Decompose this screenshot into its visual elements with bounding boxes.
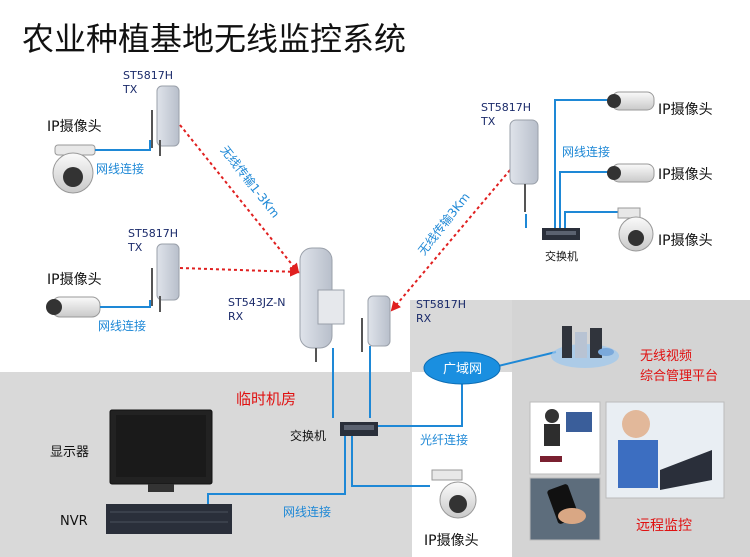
tx1-mode: TX bbox=[122, 83, 138, 96]
server-cluster-icon bbox=[551, 326, 619, 368]
tx3-model: ST5817H bbox=[481, 101, 531, 114]
tx1-antenna bbox=[151, 85, 180, 156]
nvr-link-label: 网线连接 bbox=[283, 504, 331, 519]
switch-to-bottom-cam bbox=[351, 436, 430, 487]
right-cable-2 bbox=[559, 171, 612, 228]
switch-right-label: 交换机 bbox=[545, 249, 578, 263]
tx2-model: ST5817H bbox=[128, 227, 178, 240]
nvr-label: NVR bbox=[60, 514, 88, 529]
office-user-photo bbox=[529, 401, 601, 475]
cam-r1-name: IP摄像头 bbox=[658, 102, 713, 118]
cam3-link: 网线连接 bbox=[562, 144, 610, 159]
wireless-link-3 bbox=[390, 169, 511, 312]
right-switch-icon bbox=[542, 228, 580, 240]
remote-label: 远程监控 bbox=[636, 518, 692, 534]
diagram-title: 农业种植基地无线监控系统 bbox=[22, 20, 406, 58]
monitor-icon bbox=[109, 409, 213, 492]
tx2-antenna bbox=[151, 243, 180, 312]
platform-line2: 综合管理平台 bbox=[640, 369, 718, 384]
dome-camera-icon bbox=[431, 469, 477, 519]
rx2-model: ST5817H bbox=[416, 298, 466, 311]
rx2-antenna bbox=[361, 295, 391, 352]
center-switch-icon bbox=[340, 422, 378, 436]
cam-r3-name: IP摄像头 bbox=[658, 233, 713, 249]
cam1-link: 网线连接 bbox=[96, 161, 144, 176]
wireless-link-2 bbox=[179, 266, 300, 277]
cam2-link: 网线连接 bbox=[98, 318, 146, 333]
wireless-link-1 bbox=[179, 124, 300, 274]
tx1-model: ST5817H bbox=[123, 69, 173, 82]
wan-bubble bbox=[423, 351, 501, 385]
rx2-mode: RX bbox=[416, 312, 432, 325]
tx2-mode: TX bbox=[127, 241, 143, 254]
cam2-cable bbox=[100, 300, 151, 308]
cam-r2-name: IP摄像头 bbox=[658, 167, 713, 183]
tx3-antenna bbox=[509, 119, 539, 212]
wan-label: 广域网 bbox=[443, 362, 482, 377]
cam1-name: IP摄像头 bbox=[47, 119, 102, 135]
dome-camera-icon bbox=[52, 144, 96, 194]
rx1-model: ST543JZ-N bbox=[228, 296, 285, 309]
tx3-mode: TX bbox=[480, 115, 496, 128]
rx1-sector-antenna bbox=[299, 247, 345, 362]
bullet-camera-icon bbox=[46, 296, 101, 318]
switch-center-label: 交换机 bbox=[290, 428, 326, 443]
platform-line1: 无线视频 bbox=[640, 349, 692, 364]
nvr-device-icon bbox=[106, 504, 232, 534]
fiber-link-label: 光纤连接 bbox=[420, 432, 468, 447]
bullet-camera-icon bbox=[607, 163, 655, 183]
room-label: 临时机房 bbox=[236, 390, 296, 408]
cam1-cable bbox=[95, 140, 151, 151]
laptop-user-photo bbox=[605, 401, 725, 499]
phone-user-photo bbox=[529, 477, 601, 541]
cam-bottom-name: IP摄像头 bbox=[424, 533, 479, 549]
switch-to-wan bbox=[376, 378, 463, 427]
rx1-mode: RX bbox=[228, 310, 244, 323]
bullet-camera-icon bbox=[607, 91, 655, 111]
right-cable-3 bbox=[564, 211, 620, 228]
right-cable-1 bbox=[554, 99, 612, 228]
wan-to-platform bbox=[489, 351, 557, 369]
cam2-name: IP摄像头 bbox=[47, 272, 102, 288]
dome-camera-icon bbox=[617, 207, 654, 252]
monitor-label: 显示器 bbox=[50, 445, 89, 460]
wireless1-label: 无线传输1-3Km bbox=[218, 143, 283, 221]
